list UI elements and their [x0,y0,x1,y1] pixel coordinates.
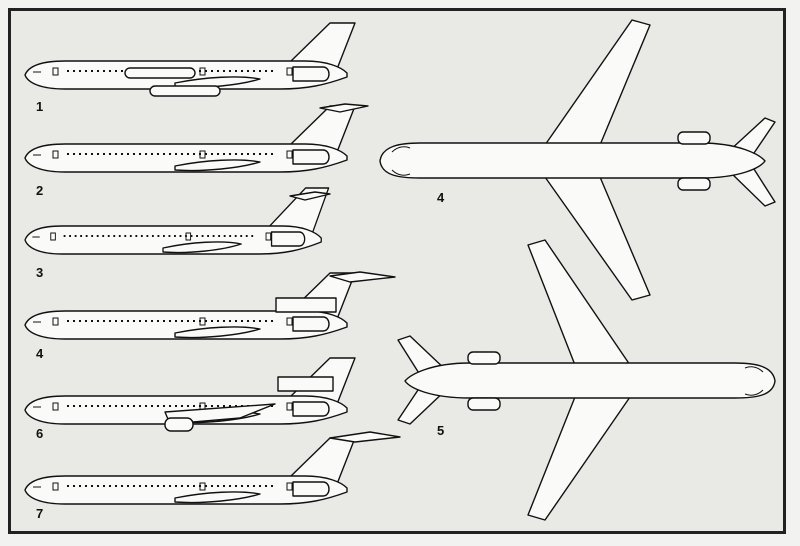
side-view-4 [24,271,396,340]
side-view-label: 4 [36,346,44,361]
side-view-label: 1 [36,99,44,114]
side-view-7 [24,431,401,505]
side-view-2 [24,103,369,173]
side-view-label: 3 [36,265,44,280]
side-view-3 [24,187,331,255]
top-view-label: 5 [437,423,445,438]
side-view-label: 2 [36,183,44,198]
top-view-label: 4 [437,190,445,205]
side-view-label: 7 [36,506,44,521]
top-view-4 [379,19,776,301]
side-view-6 [24,357,356,432]
top-view-5 [397,239,776,521]
side-view-label: 6 [36,426,44,441]
figure-frame [8,8,786,534]
side-view-1 [24,22,356,97]
